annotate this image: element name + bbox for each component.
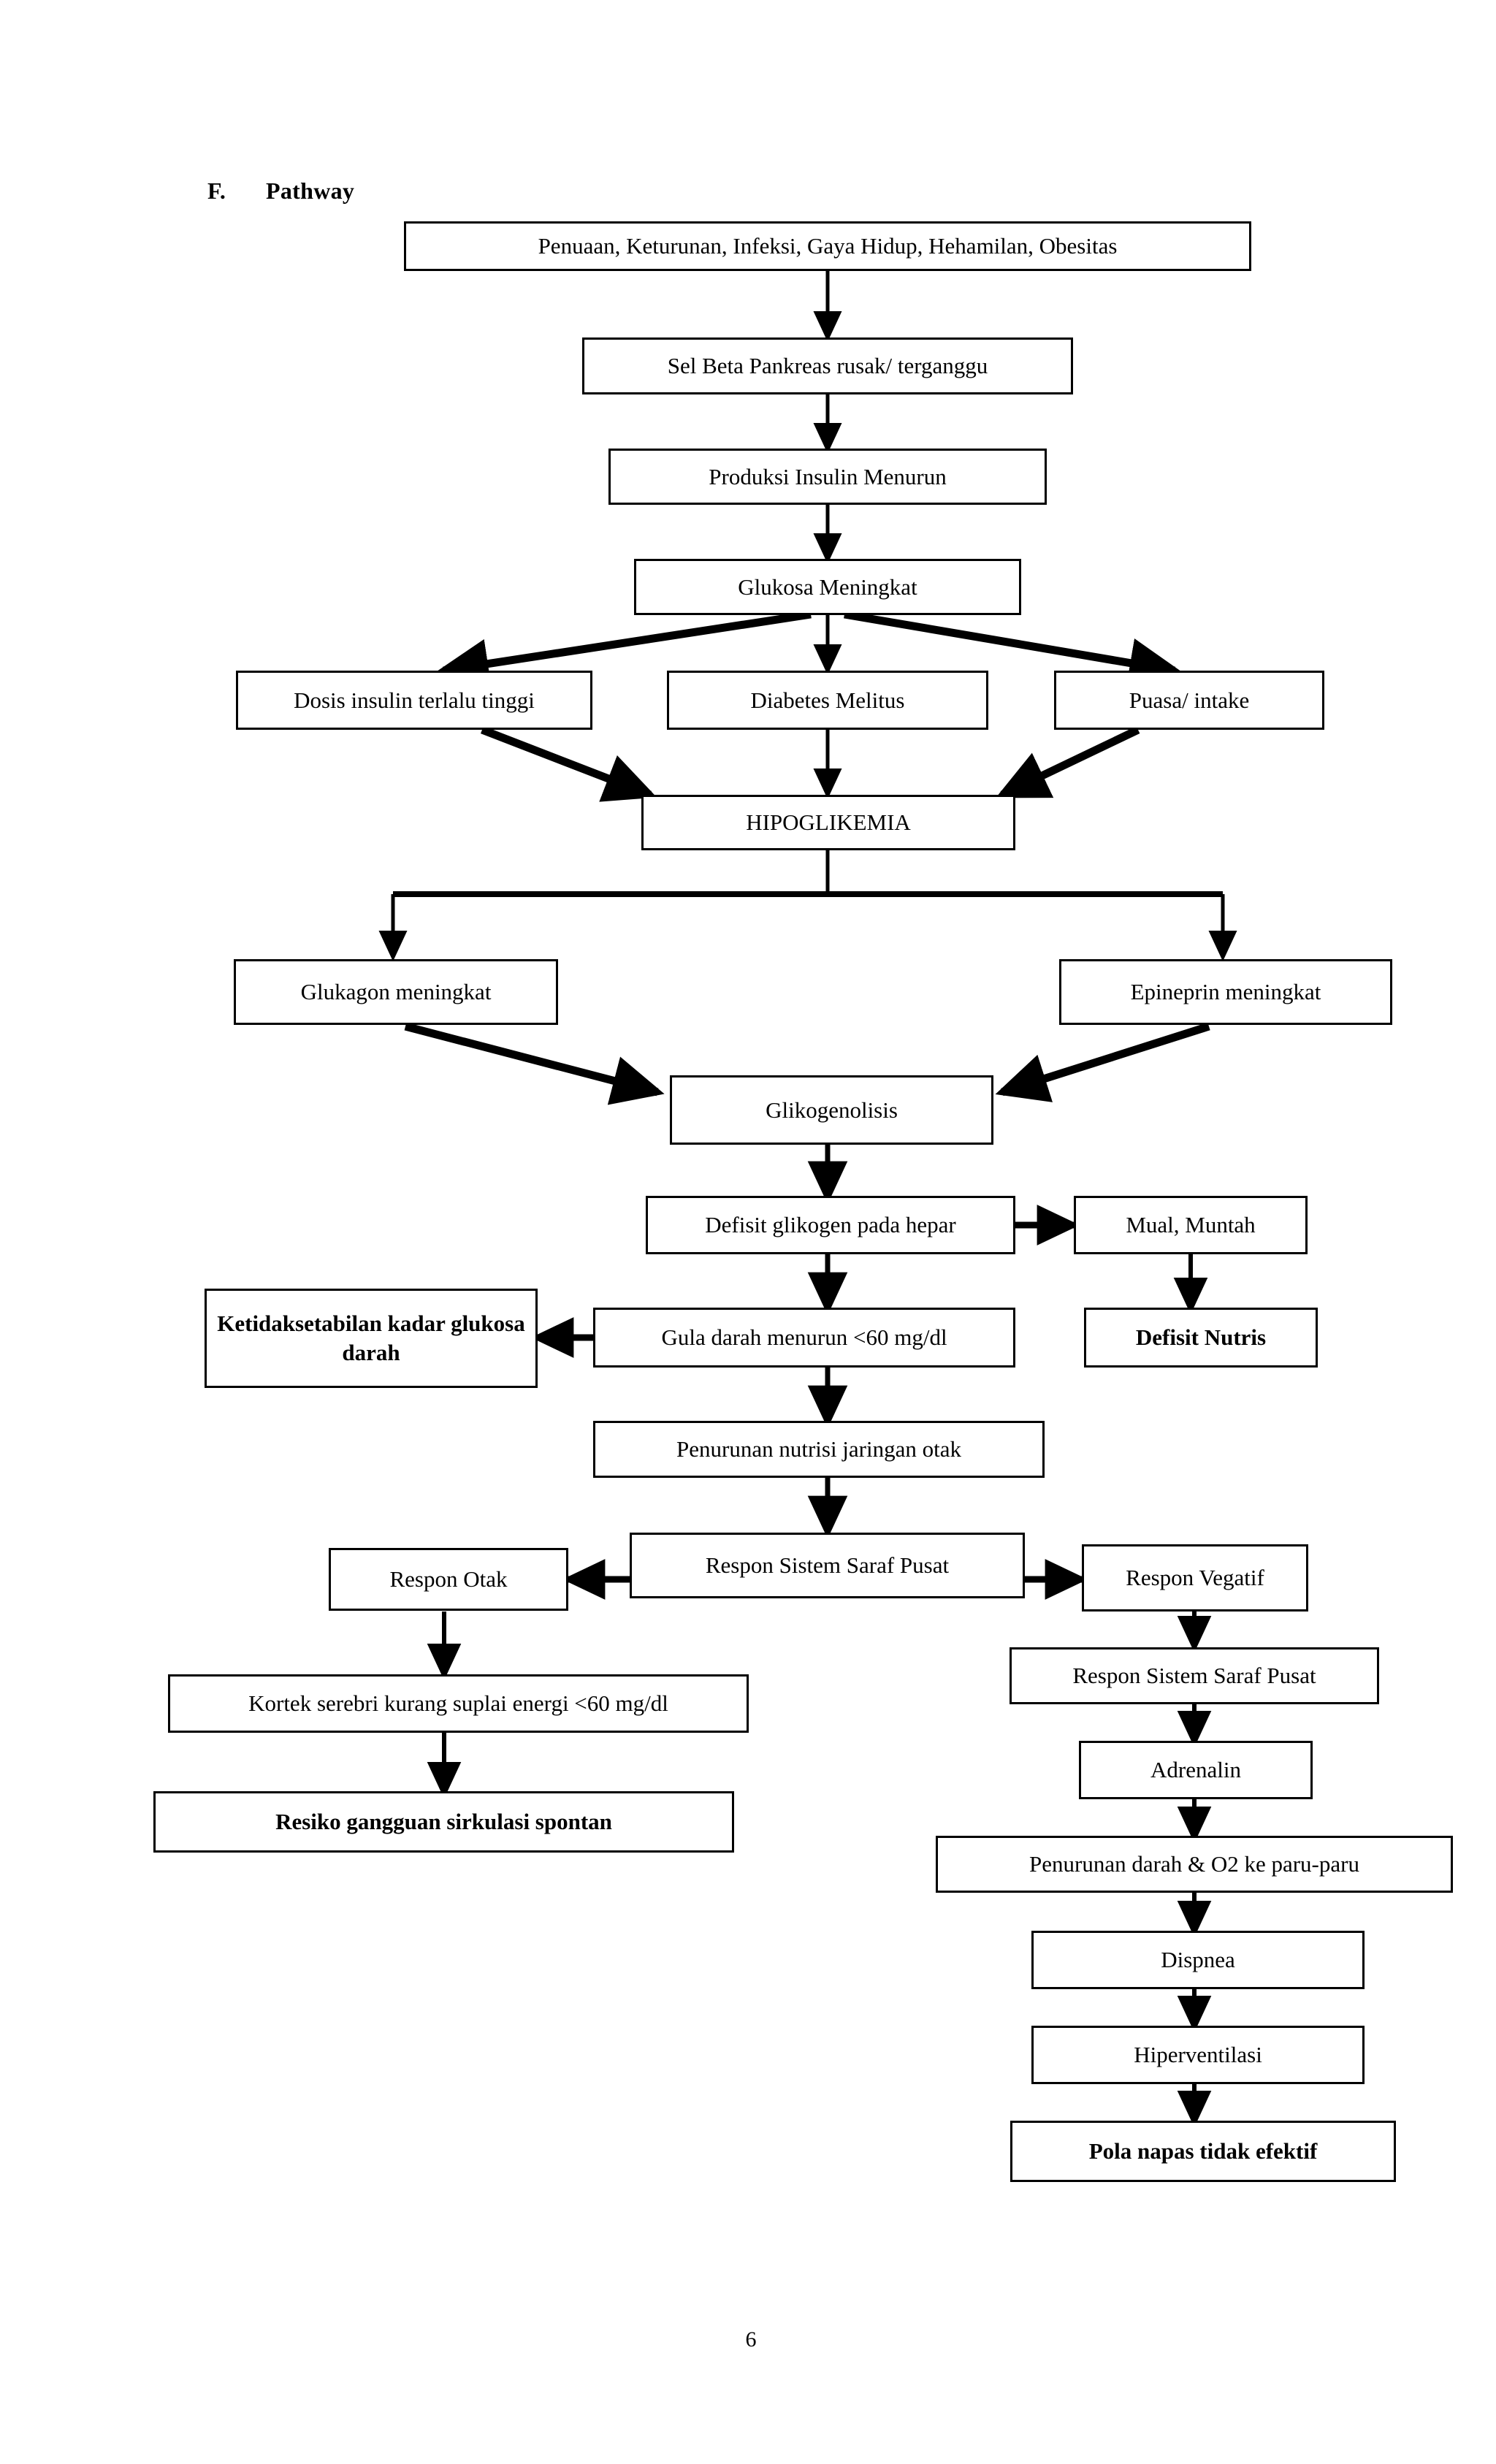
node-penurunan-darah-o2: Penurunan darah & O2 ke paru-paru xyxy=(936,1836,1453,1893)
node-glukosa-meningkat: Glukosa Meningkat xyxy=(634,559,1021,615)
section-title: Pathway xyxy=(266,178,355,204)
node-dispnea: Dispnea xyxy=(1031,1931,1365,1989)
node-respon-sistem-saraf-pusat-center: Respon Sistem Saraf Pusat xyxy=(630,1533,1025,1598)
node-diabetes-melitus: Diabetes Melitus xyxy=(667,671,988,730)
node-glukagon-meningkat: Glukagon meningkat xyxy=(234,959,558,1025)
node-kortek-serebri: Kortek serebri kurang suplai energi <60 … xyxy=(168,1674,749,1733)
node-penurunan-nutrisi-otak: Penurunan nutrisi jaringan otak xyxy=(593,1421,1045,1478)
node-epineprin-meningkat: Epineprin meningkat xyxy=(1059,959,1392,1025)
node-respon-otak: Respon Otak xyxy=(329,1548,568,1611)
node-produksi-insulin: Produksi Insulin Menurun xyxy=(608,449,1047,505)
node-resiko-gangguan-sirkulasi: Resiko gangguan sirkulasi spontan xyxy=(153,1791,734,1853)
node-mual-muntah: Mual, Muntah xyxy=(1074,1196,1308,1254)
node-adrenalin: Adrenalin xyxy=(1079,1741,1313,1799)
node-defisit-glikogen-hepar: Defisit glikogen pada hepar xyxy=(646,1196,1015,1254)
node-defisit-nutris: Defisit Nutris xyxy=(1084,1308,1318,1368)
node-sel-beta-pankreas: Sel Beta Pankreas rusak/ terganggu xyxy=(582,337,1073,394)
node-penuaan-keturunan: Penuaan, Keturunan, Infeksi, Gaya Hidup,… xyxy=(404,221,1251,271)
node-gula-darah-menurun: Gula darah menurun <60 mg/dl xyxy=(593,1308,1015,1368)
node-hiperventilasi: Hiperventilasi xyxy=(1031,2026,1365,2084)
node-dosis-insulin-tinggi: Dosis insulin terlalu tinggi xyxy=(236,671,592,730)
section-heading: F. Pathway xyxy=(207,178,354,205)
section-letter: F. xyxy=(207,178,226,204)
node-respon-vegatif: Respon Vegatif xyxy=(1082,1544,1308,1611)
node-respon-sistem-saraf-pusat-right: Respon Sistem Saraf Pusat xyxy=(1010,1647,1379,1704)
node-puasa-intake: Puasa/ intake xyxy=(1054,671,1324,730)
node-ketidaksetabilan-glukosa: Ketidaksetabilan kadar glukosa darah xyxy=(205,1289,538,1388)
node-pola-napas-tidak-efektif: Pola napas tidak efektif xyxy=(1010,2121,1396,2182)
node-glikogenolisis: Glikogenolisis xyxy=(670,1075,993,1145)
page-number: 6 xyxy=(745,2327,757,2352)
node-hipoglikemia: HIPOGLIKEMIA xyxy=(641,795,1015,850)
